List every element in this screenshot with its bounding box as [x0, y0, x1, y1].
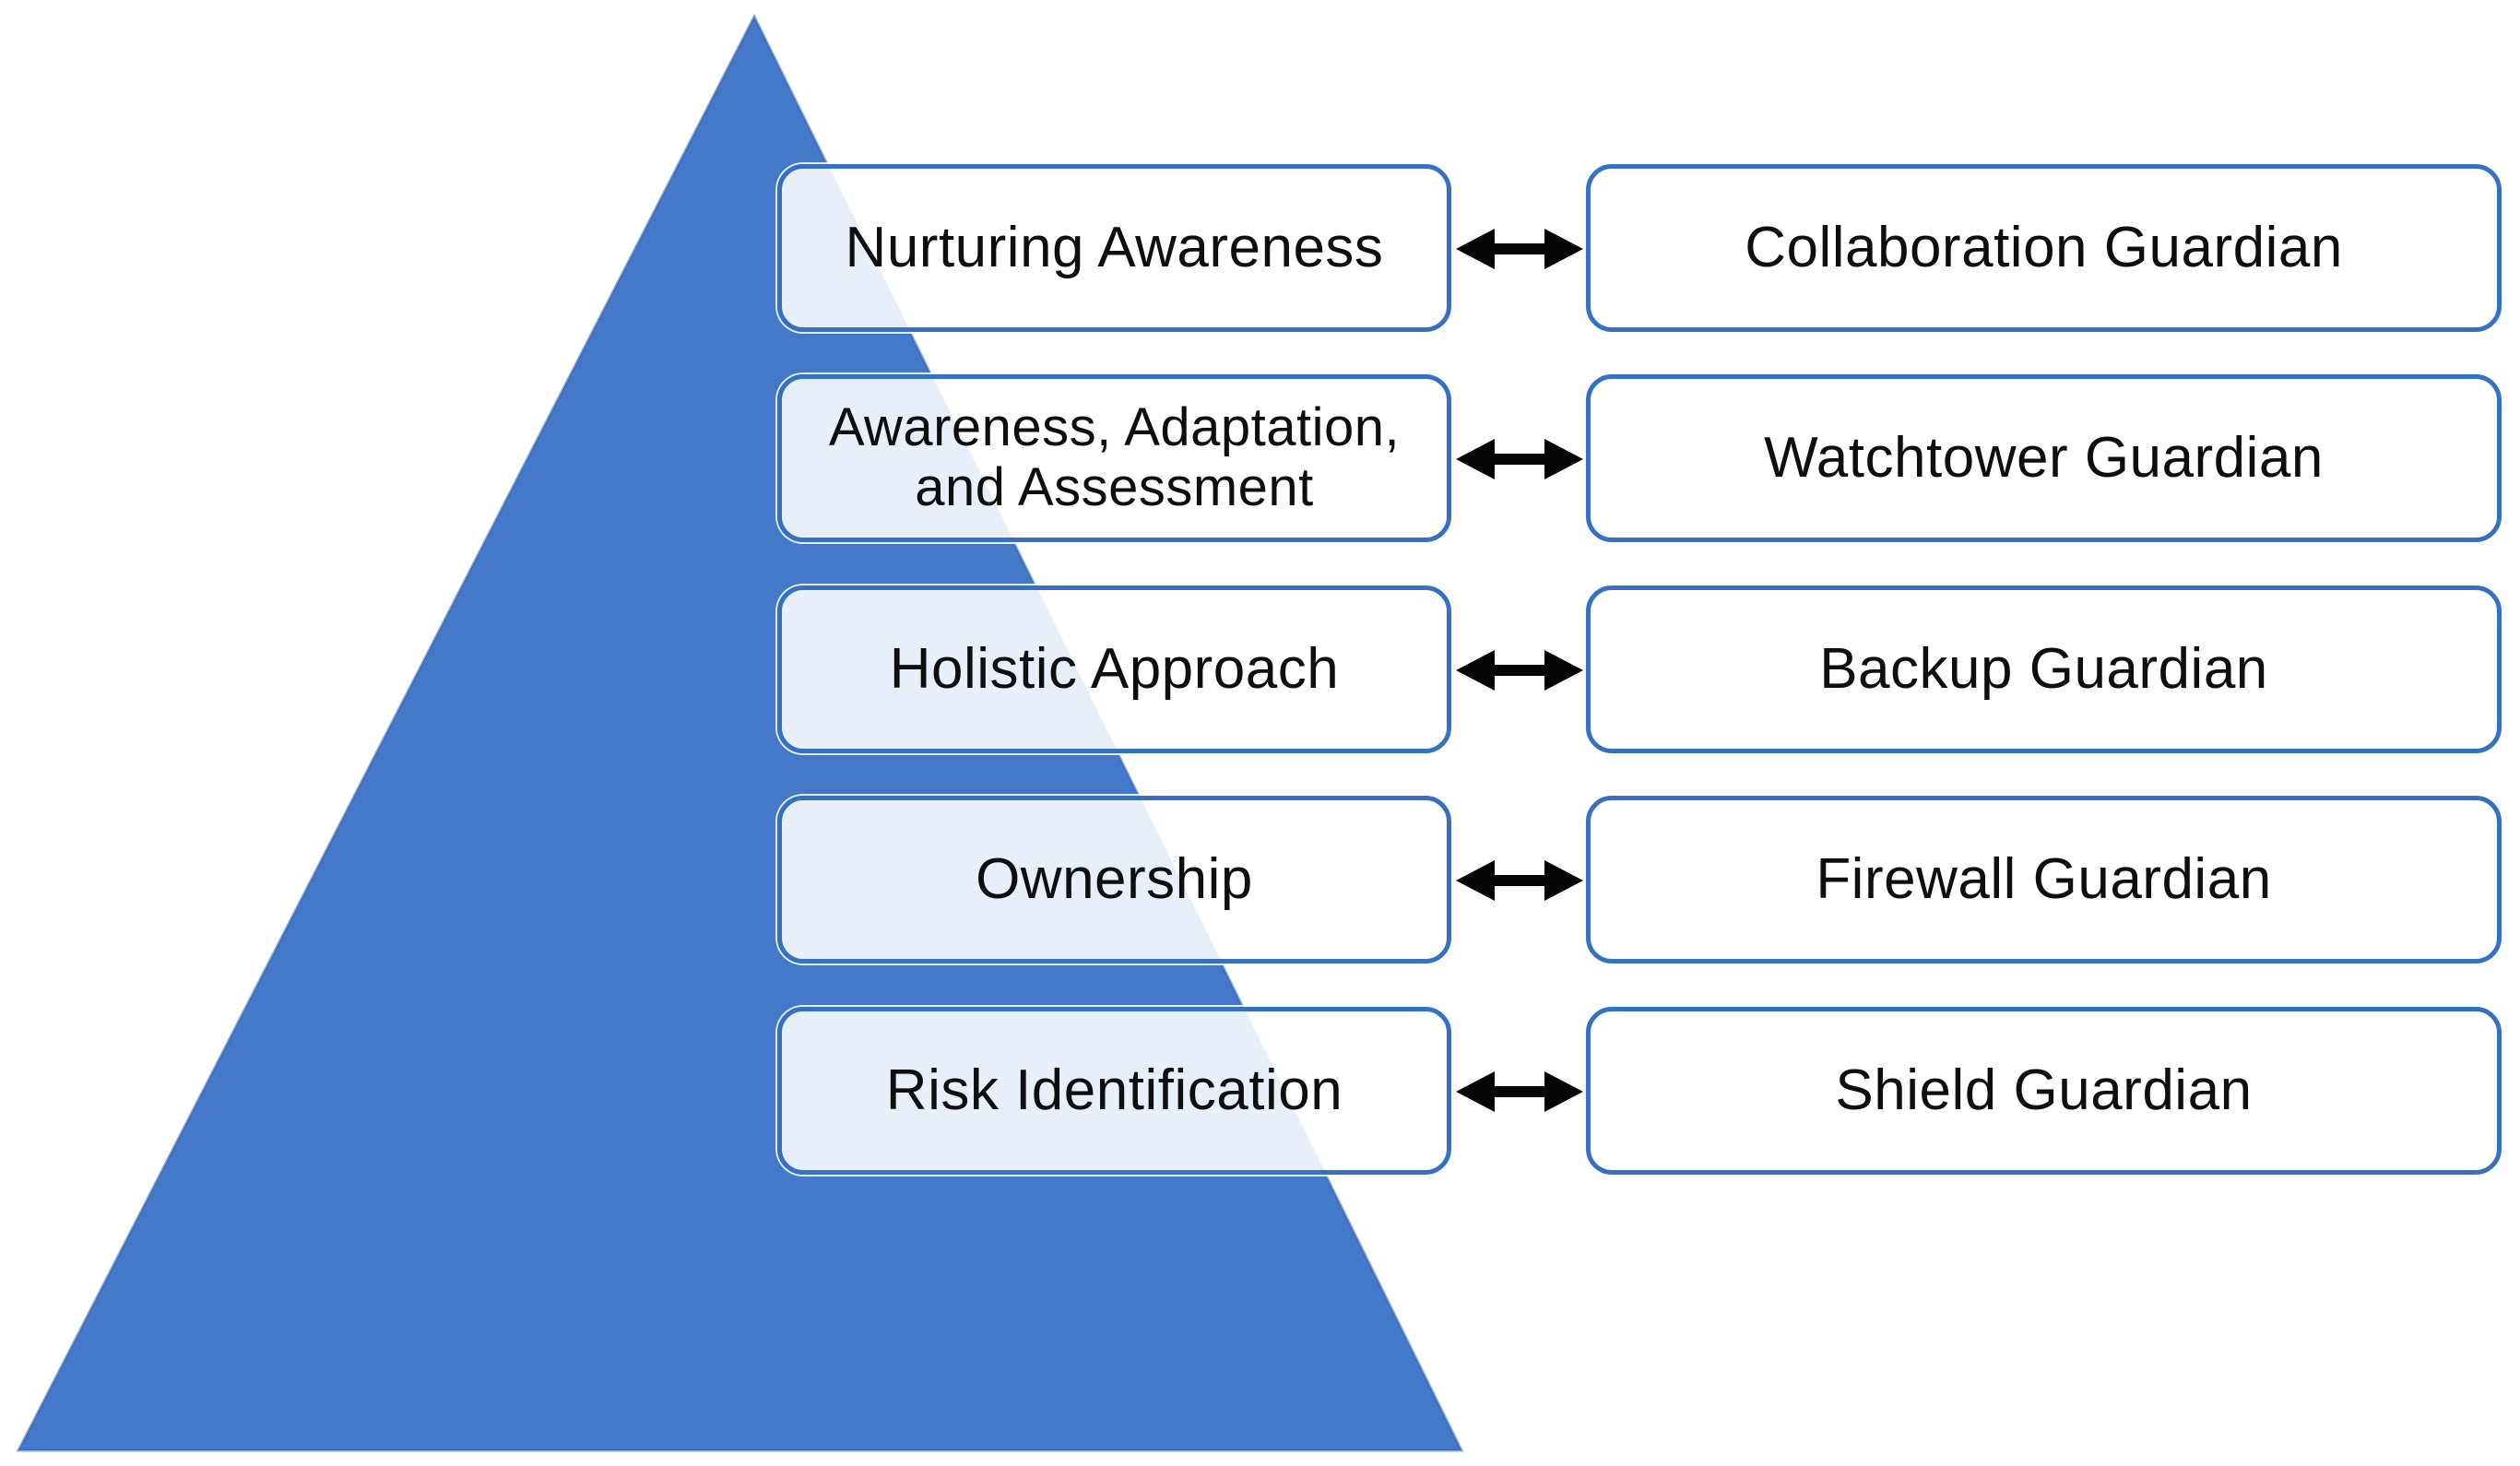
double-arrow-icon: [1456, 1071, 1583, 1112]
row-3-connector: [1456, 643, 1583, 698]
pyramid-level-label-1: Nurturing Awareness: [845, 216, 1384, 280]
double-arrow-icon: [1456, 439, 1583, 479]
guardian-label-1: Collaboration Guardian: [1745, 216, 2343, 280]
pyramid-level-label-5: Risk Identification: [885, 1058, 1343, 1123]
double-arrow-icon: [1456, 650, 1583, 691]
pyramid-level-box-3: Holistic Approach: [777, 585, 1451, 753]
pyramid-level-box-2: Awareness, Adaptation, and Assessment: [777, 374, 1451, 542]
guardian-box-2: Watchtower Guardian: [1586, 374, 2502, 542]
guardian-box-1: Collaboration Guardian: [1586, 164, 2502, 332]
pyramid-level-label-4: Ownership: [976, 847, 1253, 912]
guardian-label-5: Shield Guardian: [1835, 1058, 2253, 1123]
guardian-box-5: Shield Guardian: [1586, 1007, 2502, 1175]
row-4-connector: [1456, 853, 1583, 908]
guardian-box-4: Firewall Guardian: [1586, 796, 2502, 964]
pyramid-level-box-1: Nurturing Awareness: [777, 164, 1451, 332]
guardian-box-3: Backup Guardian: [1586, 585, 2502, 753]
row-1-connector: [1456, 221, 1583, 277]
double-arrow-icon: [1456, 860, 1583, 901]
pyramid-level-label-3: Holistic Approach: [889, 637, 1340, 702]
row-2-connector: [1456, 432, 1583, 487]
pyramid-level-label-2: Awareness, Adaptation, and Assessment: [828, 397, 1401, 517]
guardian-label-2: Watchtower Guardian: [1764, 426, 2324, 491]
pyramid-level-box-4: Ownership: [777, 796, 1451, 964]
guardian-label-3: Backup Guardian: [1819, 637, 2268, 702]
pyramid-level-box-5: Risk Identification: [777, 1007, 1451, 1175]
guardian-label-4: Firewall Guardian: [1816, 847, 2272, 912]
row-5-connector: [1456, 1064, 1583, 1119]
double-arrow-icon: [1456, 229, 1583, 269]
